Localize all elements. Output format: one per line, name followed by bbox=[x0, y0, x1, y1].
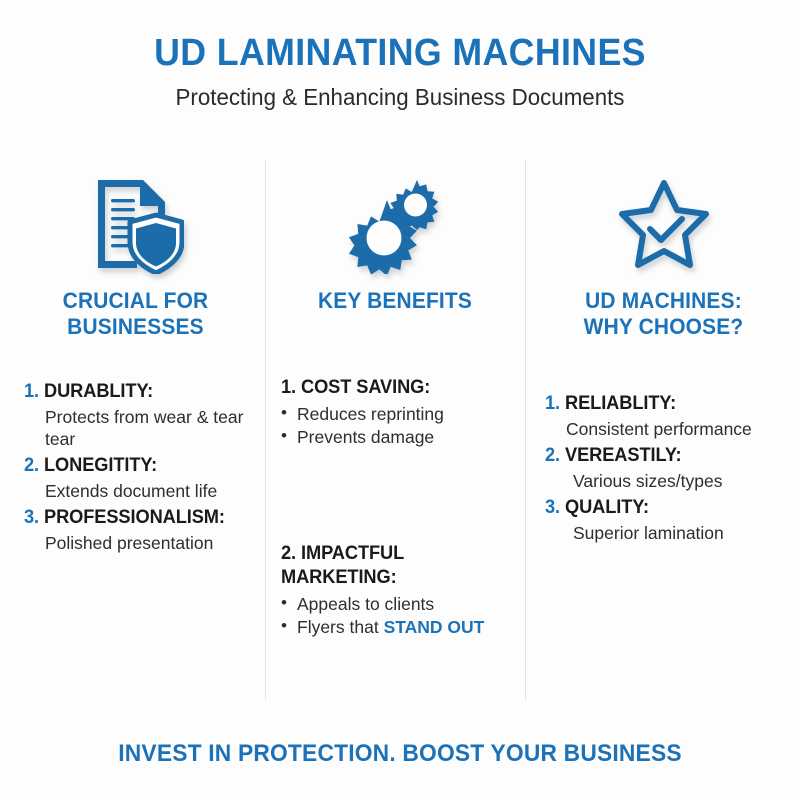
column-heading-line1: CRUCIAL FOR bbox=[62, 288, 209, 313]
list-item-title: QUALITY: bbox=[565, 497, 650, 519]
star-check-icon bbox=[545, 160, 782, 288]
page-subtitle: Protecting & Enhancing Business Document… bbox=[175, 83, 625, 110]
list-item-heading: 2. VEREASTILY: bbox=[545, 444, 773, 469]
list-item-heading: 1. DURABLITY: bbox=[24, 380, 238, 405]
column-crucial-for-businesses: CRUCIAL FOR BUSINESSES 1. DURABLITY: Pro… bbox=[0, 160, 265, 700]
list-why-choose: 1. RELIABLITY: Consistent performance 2.… bbox=[545, 392, 782, 544]
spacer bbox=[281, 454, 509, 542]
column-divider-left bbox=[265, 160, 266, 700]
list-item-number: 2. bbox=[545, 444, 561, 466]
column-heading-key-benefits: KEY BENEFITS bbox=[287, 288, 504, 314]
list-item-heading: 1. COST SAVING: bbox=[281, 376, 500, 401]
list-item-heading: 2. IMPACTFUL MARKETING: bbox=[281, 542, 500, 591]
list-item-body: Protects from wear & tear tear bbox=[45, 406, 244, 449]
column-heading-line1: UD MACHINES: bbox=[585, 288, 742, 313]
list-item-title: COST SAVING: bbox=[301, 376, 431, 398]
list-item: 1. RELIABLITY: Consistent performance bbox=[545, 392, 782, 440]
column-heading-line1: KEY BENEFITS bbox=[317, 288, 473, 313]
list-item: 3. PROFESSIONALISM: Polished presentatio… bbox=[24, 506, 247, 554]
list-item-heading: 3. PROFESSIONALISM: bbox=[24, 506, 238, 531]
gears-icon bbox=[281, 160, 509, 288]
column-heading-line2: BUSINESSES bbox=[67, 313, 204, 339]
bullet-text: Flyers that bbox=[297, 617, 384, 638]
list-item-title: RELIABLITY: bbox=[565, 392, 677, 414]
list-crucial: 1. DURABLITY: Protects from wear & tear … bbox=[24, 380, 247, 555]
list-item: 3. QUALITY: Superior lamination bbox=[545, 496, 782, 544]
column-heading-why-choose: UD MACHINES: WHY CHOOSE? bbox=[551, 288, 776, 340]
page-title: UD LAMINATING MACHINES bbox=[154, 32, 646, 74]
list-item-body: Extends document life bbox=[45, 481, 218, 502]
list-item-title: IMPACTFUL MARKETING: bbox=[281, 542, 404, 589]
list-item: 2. VEREASTILY: Various sizes/types bbox=[545, 444, 782, 492]
bullet-highlight: STAND OUT bbox=[383, 617, 485, 638]
list-item-title: VEREASTILY: bbox=[565, 444, 682, 466]
list-item-body: Polished presentation bbox=[45, 533, 214, 554]
header: UD LAMINATING MACHINES Protecting & Enha… bbox=[0, 0, 800, 111]
list-item-number: 1. bbox=[545, 392, 561, 414]
list-item-number: 3. bbox=[24, 507, 40, 529]
list-key-benefits: 1. COST SAVING: Reduces reprinting Preve… bbox=[281, 376, 509, 640]
list-item-body: Various sizes/types bbox=[573, 470, 723, 491]
column-key-benefits: KEY BENEFITS 1. COST SAVING: Reduces rep… bbox=[265, 160, 525, 700]
footer: INVEST IN PROTECTION. BOOST YOUR BUSINES… bbox=[0, 740, 800, 768]
list-item-heading: 2. LONEGITITY: bbox=[24, 454, 238, 479]
column-heading-crucial: CRUCIAL FOR BUSINESSES bbox=[30, 288, 242, 340]
list-item-body: Superior lamination bbox=[573, 522, 724, 543]
list-item-number: 3. bbox=[545, 497, 561, 519]
footer-tagline: INVEST IN PROTECTION. BOOST YOUR BUSINES… bbox=[118, 740, 682, 767]
list-item-number: 1. bbox=[281, 376, 297, 398]
list-item-title: PROFESSIONALISM: bbox=[44, 507, 225, 529]
list-item-heading: 3. QUALITY: bbox=[545, 496, 773, 521]
list-item-number: 2. bbox=[24, 455, 40, 477]
list-item: 1. DURABLITY: Protects from wear & tear … bbox=[24, 380, 247, 450]
list-item-number: 1. bbox=[24, 380, 40, 402]
list-item-body: Consistent performance bbox=[566, 418, 752, 439]
bullet-item: Appeals to clients bbox=[281, 592, 509, 616]
list-item-number: 2. bbox=[281, 542, 297, 564]
bullet-item: Flyers that STAND OUT bbox=[281, 615, 509, 639]
bullet-item: Reduces reprinting bbox=[281, 402, 509, 426]
column-heading-line2: WHY CHOOSE? bbox=[583, 313, 744, 339]
column-divider-right bbox=[525, 160, 526, 700]
list-item-heading: 1. RELIABLITY: bbox=[545, 392, 773, 417]
document-shield-icon bbox=[24, 160, 247, 288]
list-item-title: DURABLITY: bbox=[44, 380, 154, 402]
list-item: 1. COST SAVING: Reduces reprinting Preve… bbox=[281, 376, 509, 450]
list-item: 2. IMPACTFUL MARKETING: Appeals to clien… bbox=[281, 542, 509, 640]
bullet-list: Reduces reprinting Prevents damage bbox=[281, 402, 509, 450]
column-ud-machines-why-choose: UD MACHINES: WHY CHOOSE? 1. RELIABLITY: … bbox=[525, 160, 800, 700]
columns-container: CRUCIAL FOR BUSINESSES 1. DURABLITY: Pro… bbox=[0, 160, 800, 700]
bullet-item: Prevents damage bbox=[281, 425, 509, 449]
bullet-list: Appeals to clients Flyers that STAND OUT bbox=[281, 592, 509, 640]
list-item-title: LONEGITITY: bbox=[44, 455, 158, 477]
list-item: 2. LONEGITITY: Extends document life bbox=[24, 454, 247, 502]
